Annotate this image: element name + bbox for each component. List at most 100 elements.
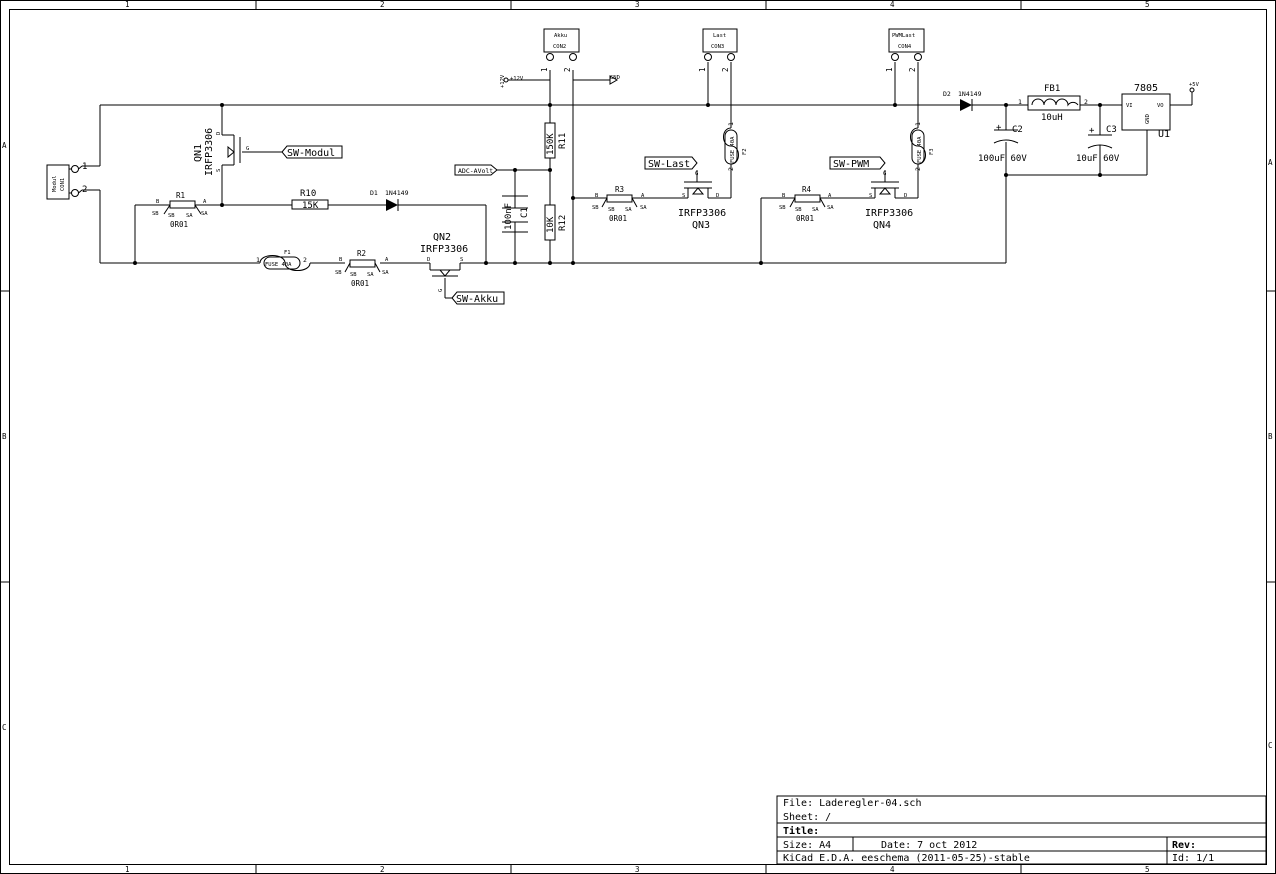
qn4-pin-g: G: [883, 171, 886, 177]
r2-pin-sa2: SA: [382, 270, 389, 276]
d1-value: 1N4149: [385, 189, 409, 197]
f3-ref: F3: [929, 148, 935, 155]
shunt-r1: R1 B A SB SB SA SA 0R01: [152, 191, 208, 229]
qn3-pin-d: D: [716, 193, 719, 199]
r4-ref: R4: [802, 185, 812, 194]
junction-dot: [133, 261, 137, 265]
qn3-ref: QN3: [692, 220, 710, 231]
connector-con1: Modul CON1 1 2: [46, 162, 87, 200]
diode-d2: D2 1N4149: [943, 90, 982, 111]
col-label-top-5: 5: [1145, 0, 1150, 9]
resistor-r10: R10 15K: [291, 189, 329, 211]
r1-pin-sb: SB: [152, 211, 159, 217]
wires: [82, 62, 1193, 299]
title-block-sheet: Sheet: /: [783, 812, 831, 823]
c1-value: 100nF: [504, 203, 514, 230]
label-sw-last: SW-Last: [644, 156, 698, 170]
adc-avolt-text: ADC-AVolt: [458, 167, 493, 175]
r11-ref: R11: [558, 133, 568, 149]
qn4-value: IRFP3306: [865, 208, 913, 219]
r4-pin-b: B: [782, 193, 786, 199]
junction-dot: [1004, 103, 1008, 107]
title-block-size: Size: A4: [783, 840, 831, 851]
row-label-left-a: A: [2, 141, 7, 150]
junction-dot: [484, 261, 488, 265]
row-label-left-b: B: [2, 432, 7, 441]
qn1-pin-s: S: [216, 169, 222, 172]
junction-dot: [571, 261, 575, 265]
label-sw-modul: SW-Modul: [281, 145, 343, 159]
c3-plus: +: [1089, 126, 1095, 136]
title-block-date: Date: 7 oct 2012: [881, 840, 977, 851]
r10-ref: R10: [300, 189, 316, 199]
junction-dot: [893, 103, 897, 107]
junction-dot: [548, 168, 552, 172]
power-symbol-gnd: GND: [609, 75, 620, 85]
title-block-title: Title:: [783, 825, 819, 837]
qn1-value: IRFP3306: [204, 128, 215, 176]
qn1-pin-d: D: [216, 132, 222, 135]
resistor-r12: 10K R12: [544, 204, 568, 241]
c3-value: 10uF 60V: [1076, 154, 1120, 164]
col-label-top-4: 4: [890, 0, 895, 9]
r3-ref: R3: [615, 185, 624, 194]
qn3-pin-g: G: [695, 171, 698, 177]
r11-value: 150K: [546, 133, 556, 155]
r2-value: 0R01: [351, 279, 369, 288]
r3-pin-sa2: SA: [640, 205, 647, 211]
connector-con3: Last CON3 1 2: [698, 28, 738, 72]
junction-dots: [133, 103, 1102, 265]
r2-pin-sb: SB: [335, 270, 342, 276]
con1-ref: CON1: [60, 178, 66, 191]
r10-value: 15K: [302, 201, 319, 211]
r1-pin-b: B: [156, 199, 160, 205]
fuse-f1: FUSE 40A F1 1 2: [256, 250, 311, 271]
d2-value: 1N4149: [958, 90, 982, 98]
junction-dot: [1098, 173, 1102, 177]
qn3-value: IRFP3306: [678, 208, 726, 219]
u1-pin-gnd: GND: [1145, 114, 1151, 124]
r3-pin-sb: SB: [592, 205, 599, 211]
con3-name: Last: [713, 33, 726, 39]
u1-value: 7805: [1134, 83, 1158, 94]
sw-pwm-text: SW-PWM: [833, 159, 869, 170]
f1-value: FUSE 40A: [265, 262, 292, 268]
qn2-pin-g: G: [438, 289, 444, 292]
f3-value: FUSE 40A: [917, 136, 923, 163]
label-adc-avolt: ADC-AVolt: [454, 164, 498, 176]
qn2-value: IRFP3306: [420, 244, 468, 255]
resistor-r11: 150K R11: [544, 122, 568, 159]
title-block-program: KiCad E.D.A. eeschema (2011-05-25)-stabl…: [783, 853, 1030, 864]
sw-modul-text: SW-Modul: [287, 148, 335, 159]
title-block-rev: Rev:: [1172, 840, 1196, 851]
mosfet-qn3: G S D IRFP3306 QN3: [678, 171, 726, 231]
qn4-pin-s: S: [869, 193, 872, 199]
shunt-r4: R4 B A SB SB SA SA 0R01: [779, 185, 834, 223]
con2-pin2: 2: [563, 67, 572, 72]
row-label-right-c: C: [1268, 741, 1273, 750]
junction-dot: [513, 261, 517, 265]
r1-pin-sa2: SA: [201, 211, 208, 217]
shunt-r3: R3 B A SB SB SA SA 0R01: [592, 185, 647, 223]
junction-dot: [548, 103, 552, 107]
r4-value: 0R01: [796, 214, 814, 223]
junction-dot: [220, 203, 224, 207]
row-label-right-b: B: [1268, 432, 1273, 441]
junction-dot: [548, 261, 552, 265]
r3-pin-sa: SA: [625, 207, 632, 213]
label-sw-pwm: SW-PWM: [829, 156, 886, 170]
r2-pin-b: B: [339, 257, 343, 263]
con2-name: Akku: [554, 33, 567, 39]
sw-last-text: SW-Last: [648, 159, 690, 170]
c1-ref: C1: [520, 207, 530, 218]
r3-pin-sb2: SB: [608, 207, 615, 213]
row-label-left-c: C: [2, 723, 7, 732]
r2-pin-sb2: SB: [350, 272, 357, 278]
con3-pin2: 2: [721, 67, 730, 72]
r4-pin-sa2: SA: [827, 205, 834, 211]
connector-con4: PWMLast CON4 1 2: [885, 28, 925, 72]
title-block-id: Id: 1/1: [1172, 853, 1214, 864]
f1-ref: F1: [284, 250, 291, 256]
diode-d1: D1 1N4149: [370, 189, 409, 211]
